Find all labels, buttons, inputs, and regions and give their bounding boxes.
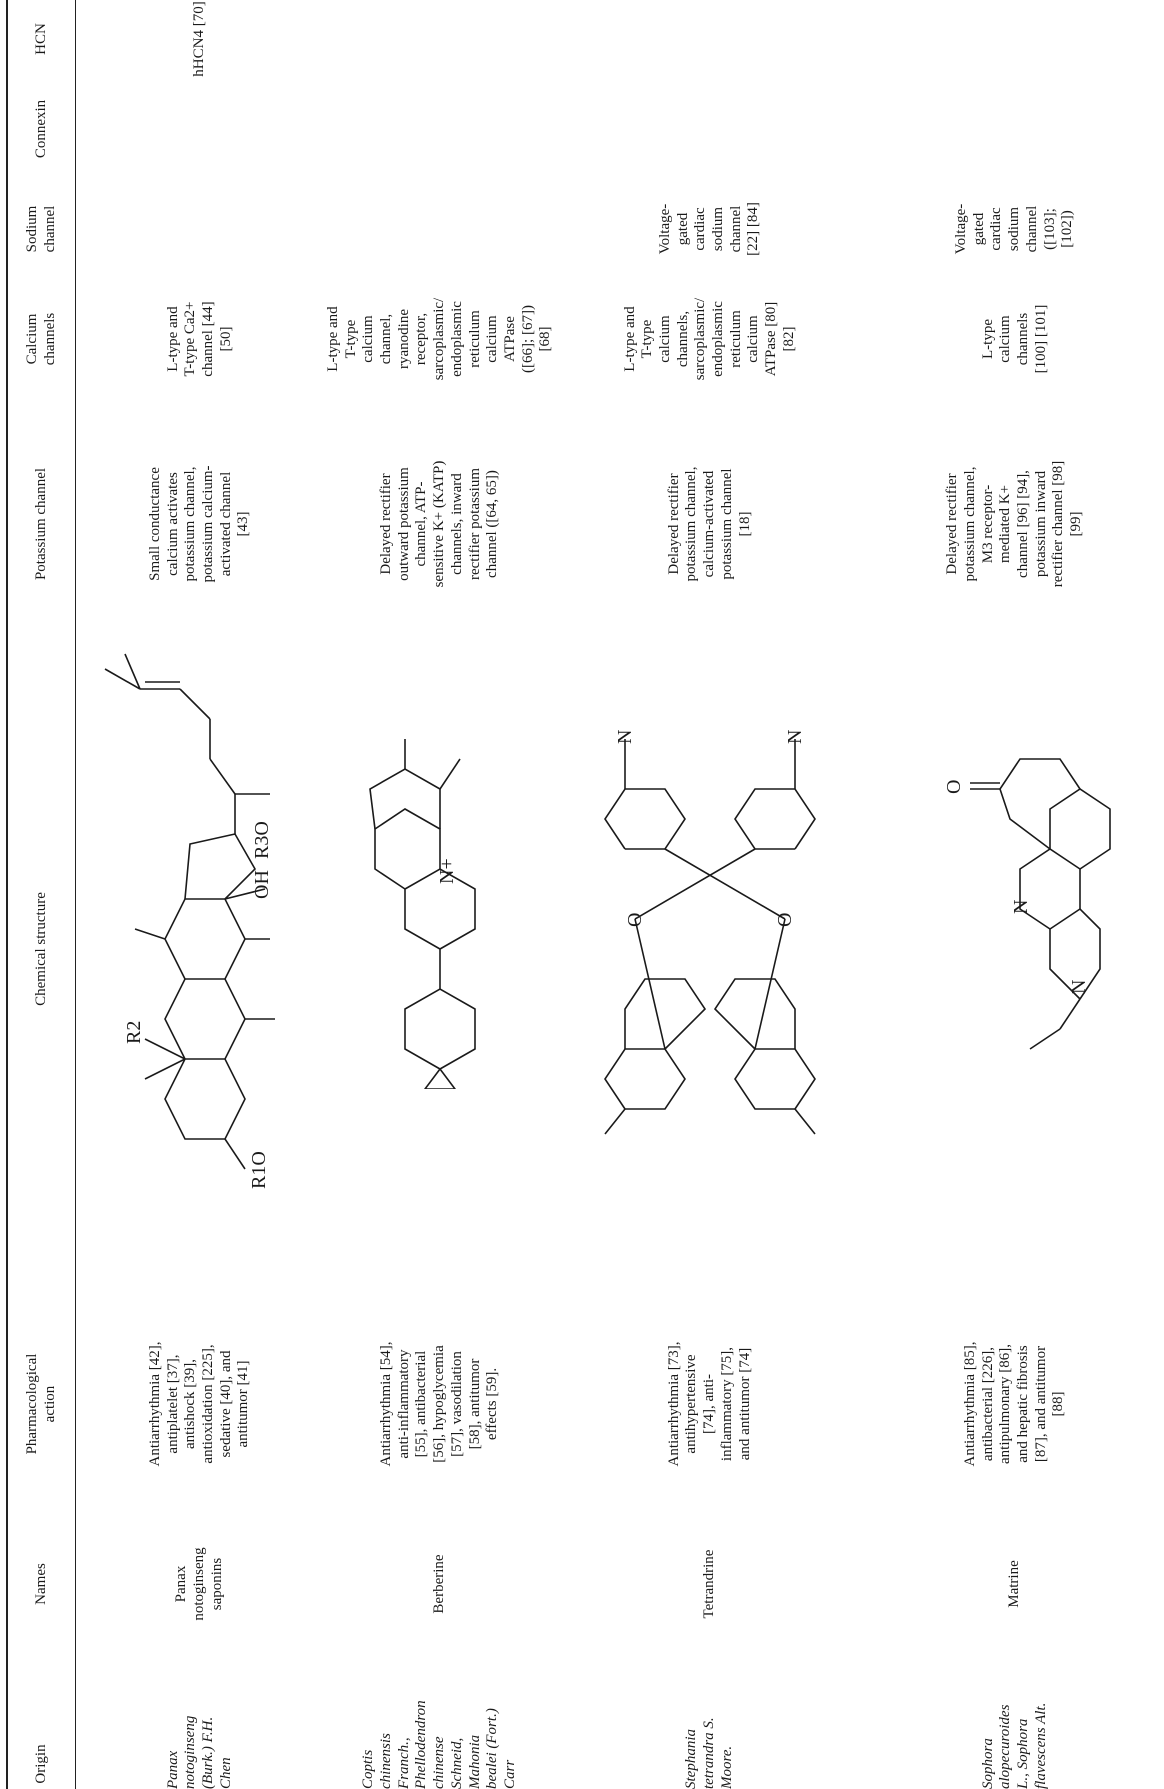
row2-origin: Coptis chinensis Franch., Phellodendron … xyxy=(360,1700,518,1789)
row3-origin: Stephania tetrandra S. Moore. xyxy=(683,1717,735,1789)
row4-hcn xyxy=(880,0,1150,79)
row3-action: Antiarrhythmia [73], antihypertensive [7… xyxy=(665,1341,753,1467)
row1-hcn: hHCN4 [70] xyxy=(191,1,208,77)
header-chemical-structure: Chemical structure xyxy=(32,892,49,1006)
row4-structure-label-n1: N xyxy=(1010,900,1032,914)
row2-structure-berberine: N+ xyxy=(369,739,476,1089)
row2-action: Antiarrhythmia [54], anti-inflammatory [… xyxy=(378,1341,501,1467)
header-origin: Origin xyxy=(32,1744,49,1784)
row3-structure-tetrandrine: N N O O xyxy=(604,730,816,1135)
row4-origin: Sophora alopecuroides L., Sophora flaves… xyxy=(979,1702,1049,1789)
header-connexin: Connexin xyxy=(32,99,49,159)
row2-potassium: Delayed rectifier outward potassium chan… xyxy=(378,460,501,588)
row1-structure-ginsenoside: OH R3O R1O R2 xyxy=(104,653,275,1189)
header-names: Names xyxy=(32,1563,49,1605)
row1-sodium xyxy=(80,184,320,274)
row1-potassium: Small conductance calcium activates pota… xyxy=(146,465,252,583)
row4-potassium: Delayed rectifier potassium channel, M3 … xyxy=(944,460,1085,588)
row4-structure-label-n2: N xyxy=(1068,980,1090,994)
row4-calcium: L-type calcium channels [100] [101] xyxy=(979,304,1049,374)
row2-sodium xyxy=(340,184,540,274)
row1-structure-label-r2: R2 xyxy=(123,1021,145,1044)
row1-structure-label-oh: OH xyxy=(251,870,273,899)
row4-name: Matrine xyxy=(1006,1560,1023,1608)
row1-action: Antiarrhythmia [42], antiplatelet [37], … xyxy=(146,1341,252,1467)
row4-structure-matrine: O N N xyxy=(943,758,1111,1050)
row2-hcn xyxy=(340,0,540,79)
row1-structure-label-r3o: R3O xyxy=(251,821,273,859)
row4-action: Antiarrhythmia [85], antibacterial [226]… xyxy=(961,1341,1067,1467)
header-rule xyxy=(75,0,76,1789)
row1-origin: Panax notoginseng (Burk.) F.H. Chen xyxy=(164,1715,234,1789)
row2-name: Berberine xyxy=(431,1554,448,1614)
header-pharmacological-action: Pharmacological action xyxy=(23,1353,58,1455)
header-potassium-channel: Potassium channel xyxy=(32,467,49,581)
row2-calcium: L-type and T-type calcium channel, ryano… xyxy=(325,297,554,381)
row3-potassium: Delayed rectifier potassium channel, cal… xyxy=(665,466,753,582)
row4-structure-label-o: O xyxy=(943,780,965,794)
row1-name: Panax notoginseng saponins xyxy=(173,1547,225,1621)
row3-structure-label-n1: N xyxy=(614,730,636,744)
row3-calcium: L-type and T-type calcium channels, sarc… xyxy=(621,297,797,381)
row1-calcium: L-type and T-type Ca2+ channel [44] [50] xyxy=(164,301,234,377)
row4-sodium: Voltage- gated cardiac sodium channel ([… xyxy=(953,203,1076,255)
row2-structure-label-n: N+ xyxy=(436,858,458,884)
row3-sodium: Voltage- gated cardiac sodium channel [2… xyxy=(656,202,762,256)
row3-name: Tetrandrine xyxy=(701,1549,718,1619)
row2-connexin xyxy=(340,84,540,174)
row3-structure-label-o1: O xyxy=(624,913,646,927)
row1-structure-label-r1o: R1O xyxy=(248,1151,270,1189)
header-sodium-channel: Sodium channel xyxy=(23,205,58,253)
row3-connexin xyxy=(560,84,860,174)
row3-hcn xyxy=(560,0,860,79)
row3-structure-label-n2: N xyxy=(784,730,806,744)
row4-connexin xyxy=(880,84,1150,174)
row1-connexin xyxy=(80,84,320,174)
header-hcn: HCN xyxy=(32,23,49,55)
header-calcium-channels: Calcium channels xyxy=(23,312,58,366)
row3-structure-label-o2: O xyxy=(774,913,796,927)
